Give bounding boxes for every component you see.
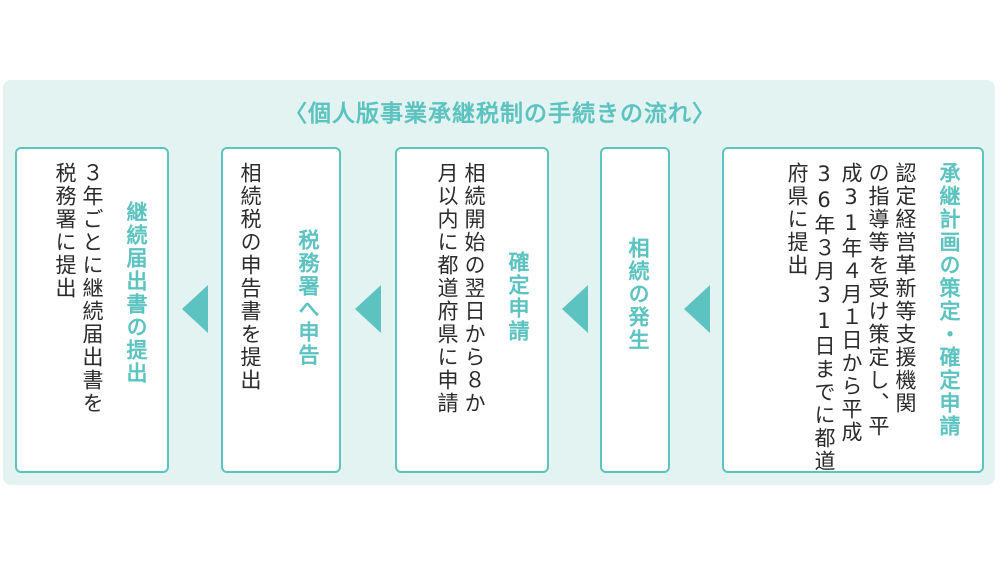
step-box-inheritance: 相続の発生 [600, 147, 670, 473]
diagram-title: 〈個人版事業承継税制の手続きの流れ〉 [284, 101, 716, 127]
step-heading-confirm: 確定申請 [506, 251, 530, 343]
step-body-tax-office: 相続税の申告書を提出 [238, 162, 262, 392]
flow-arrow-icon [182, 285, 208, 333]
step-heading-plan: 承継計画の策定・確定申請 [937, 162, 961, 438]
step-box-confirm: 確定申請 相続開始の翌日から８か 月以内に都道府県に申請 [395, 147, 549, 473]
step-body-plan: 認定経営革新等支援機関 の指導等を受け策定し、平 成31年４月１日から平成 36… [785, 162, 917, 473]
step-heading-tax-office: 税務署へ申告 [296, 229, 320, 367]
step-box-continuation: 継続届出書の提出 ３年ごとに継続届出書を 税務署に提出 [15, 147, 169, 473]
step-heading-inheritance: 相続の発生 [626, 237, 650, 352]
step-box-plan: 承継計画の策定・確定申請 認定経営革新等支援機関 の指導等を受け策定し、平 成3… [722, 147, 984, 473]
step-body-confirm: 相続開始の翌日から８か 月以内に都道府県に申請 [435, 162, 486, 415]
step-body-continuation: ３年ごとに継続届出書を 税務署に提出 [53, 162, 104, 415]
flow-arrow-icon [562, 285, 588, 333]
flow-arrow-icon [684, 285, 710, 333]
flow-arrow-icon [355, 285, 381, 333]
step-box-tax-office: 税務署へ申告 相続税の申告書を提出 [221, 147, 341, 473]
step-heading-continuation: 継続届出書の提出 [124, 201, 148, 385]
